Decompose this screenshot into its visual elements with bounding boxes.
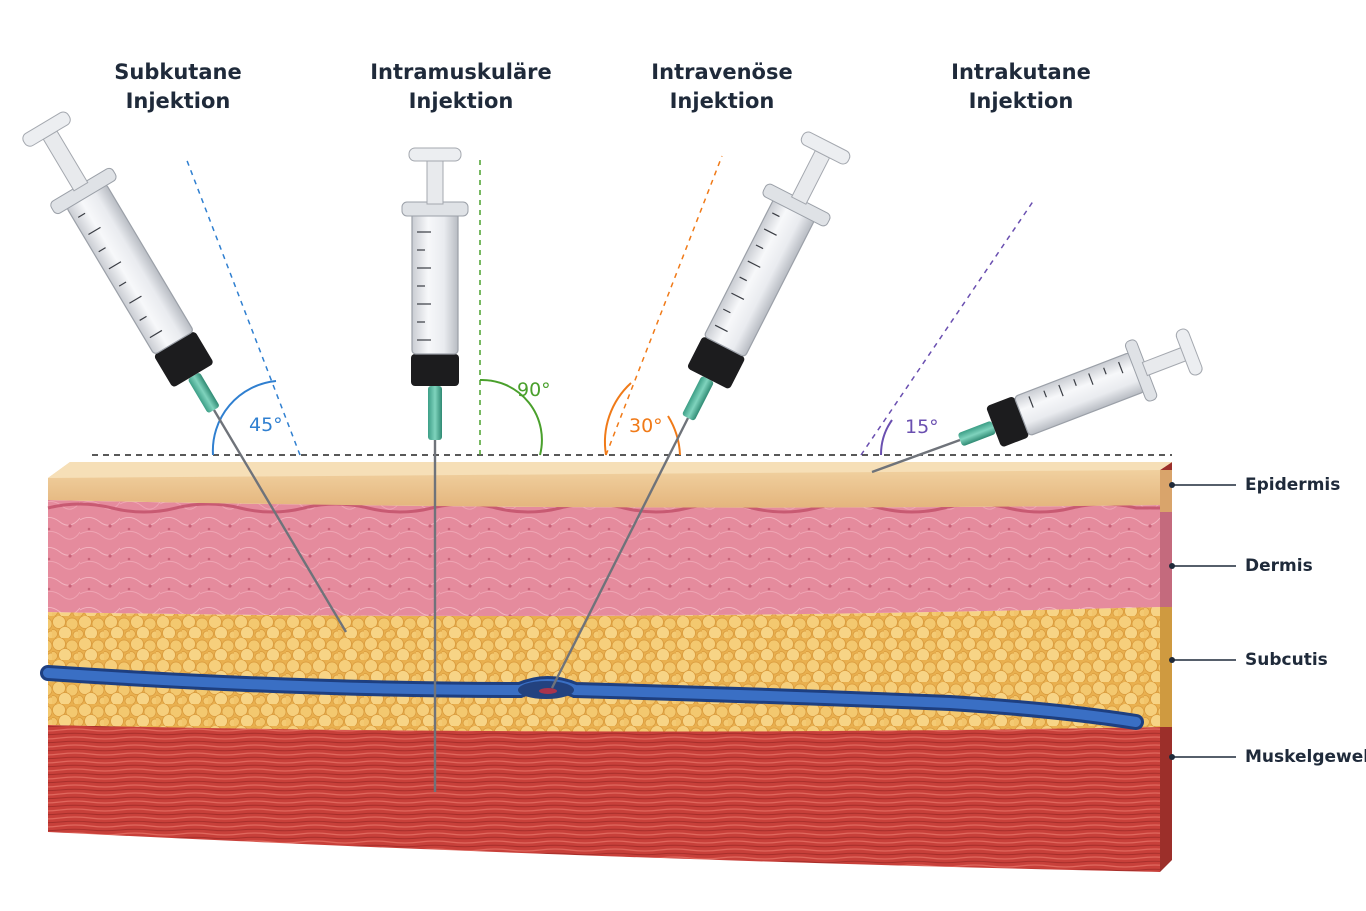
layer-leader-lines <box>1172 484 1236 758</box>
title-intramuscular-line2: Injektion <box>408 89 514 113</box>
layer-leader-dots <box>1169 482 1175 760</box>
title-intravenous: Intravenöse Injektion <box>651 58 792 116</box>
layer-dermis <box>47 500 1160 616</box>
syringe-subcutaneous <box>22 111 348 633</box>
angle-arc-subcutaneous <box>211 380 277 456</box>
title-subcutaneous: Subkutane Injektion <box>114 58 241 116</box>
layer-label-epidermis: Epidermis <box>1245 475 1341 495</box>
layer-label-muscle: Muskelgewebe <box>1245 747 1366 767</box>
angle-label-intramuscular: 90° <box>517 379 551 401</box>
title-intradermal: Intrakutane Injektion <box>951 58 1091 116</box>
layer-epidermis <box>48 462 1172 508</box>
title-intradermal-line1: Intrakutane <box>951 60 1091 84</box>
title-intramuscular: Intramuskuläre Injektion <box>370 58 552 116</box>
angle-arc-intradermal <box>879 419 893 456</box>
angle-arc-intravenous-b <box>667 415 681 456</box>
syringe-intramuscular <box>401 147 469 792</box>
title-subcutaneous-line2: Injektion <box>125 89 231 113</box>
angle-arc-intravenous-a <box>603 382 632 456</box>
angle-label-intradermal: 15° <box>905 416 939 438</box>
layer-muscle <box>48 725 1160 872</box>
tissue-block-side <box>1160 462 1172 872</box>
layer-label-subcutis: Subcutis <box>1245 650 1328 670</box>
title-intramuscular-line1: Intramuskuläre <box>370 60 552 84</box>
title-subcutaneous-line1: Subkutane <box>114 60 242 84</box>
syringe-intravenous <box>550 131 851 689</box>
title-intravenous-line2: Injektion <box>669 89 775 113</box>
angle-label-subcutaneous: 45° <box>249 414 283 436</box>
reference-line-intravenous <box>605 155 723 456</box>
angle-arc-intramuscular <box>479 378 543 456</box>
layer-label-dermis: Dermis <box>1245 556 1313 576</box>
title-intradermal-line2: Injektion <box>968 89 1074 113</box>
title-intravenous-line1: Intravenöse <box>651 60 793 84</box>
syringe-intradermal <box>871 328 1203 474</box>
vein <box>40 665 1144 730</box>
angle-label-intravenous: 30° <box>629 415 663 437</box>
reference-line-subcutaneous <box>185 157 301 456</box>
reference-line-intradermal <box>860 199 1035 456</box>
